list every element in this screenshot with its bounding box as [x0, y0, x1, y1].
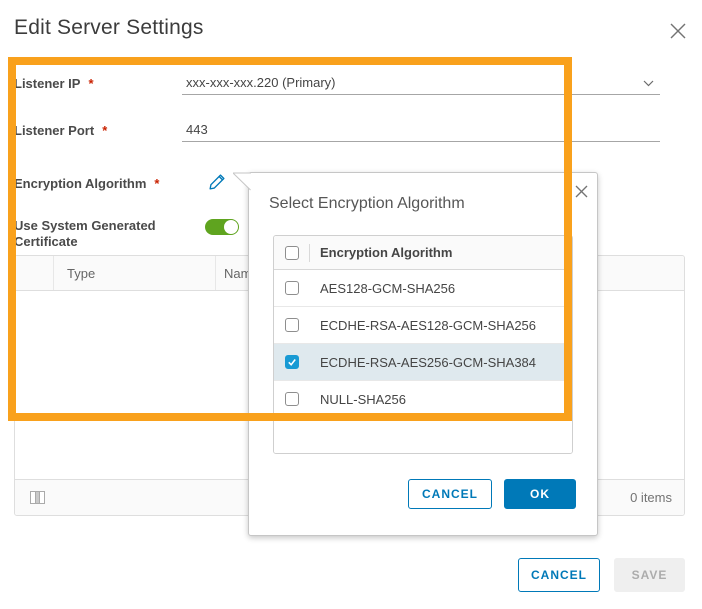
certificate-toggle-label: Use System Generated Certificate	[14, 218, 156, 249]
select-all-checkbox[interactable]	[285, 245, 299, 260]
dialog-close-button[interactable]	[668, 21, 688, 41]
algorithm-row[interactable]: ECDHE-RSA-AES256-GCM-SHA384	[274, 344, 572, 381]
close-icon	[575, 185, 587, 197]
cancel-button[interactable]: CANCEL	[518, 558, 600, 592]
certificate-toggle[interactable]	[205, 219, 239, 235]
listener-ip-label: Listener IP *	[14, 76, 94, 91]
toggle-knob	[224, 220, 238, 234]
encryption-algorithm-label: Encryption Algorithm *	[14, 176, 159, 191]
encryption-algorithm-label-text: Encryption Algorithm	[14, 176, 147, 191]
close-icon	[670, 23, 686, 39]
select-encryption-algorithm-modal: Select Encryption Algorithm Encryption A…	[233, 172, 598, 536]
algorithm-column-header: Encryption Algorithm	[320, 245, 453, 260]
algorithm-checkbox[interactable]	[285, 392, 299, 406]
listener-ip-select[interactable]: xxx-xxx-xxx.220 (Primary)	[182, 71, 660, 95]
save-button[interactable]: SAVE	[614, 558, 685, 592]
items-count: 0 items	[630, 490, 672, 505]
algorithm-checkbox[interactable]	[285, 281, 299, 295]
header-separator	[309, 243, 310, 262]
chevron-down-icon	[643, 80, 654, 87]
algorithm-row[interactable]: ECDHE-RSA-AES128-GCM-SHA256	[274, 307, 572, 344]
algorithm-checkbox-checked[interactable]	[285, 355, 299, 369]
listener-port-value: 443	[186, 122, 208, 137]
listener-port-input[interactable]: 443	[182, 118, 660, 142]
check-icon	[288, 359, 296, 366]
required-asterisk: *	[154, 176, 160, 191]
edit-encryption-button[interactable]	[207, 172, 227, 192]
modal-cancel-button[interactable]: CANCEL	[408, 479, 492, 509]
certificate-table-header-selector	[15, 256, 54, 290]
certificate-table-header-type[interactable]: Type	[54, 256, 216, 290]
listener-ip-label-text: Listener IP	[14, 76, 81, 91]
algorithm-table-header: Encryption Algorithm	[274, 236, 572, 270]
algorithm-label: NULL-SHA256	[320, 391, 406, 407]
listener-port-label-text: Listener Port	[14, 123, 95, 138]
algorithm-label: ECDHE-RSA-AES128-GCM-SHA256	[320, 317, 537, 333]
modal-close-button[interactable]	[573, 183, 589, 199]
algorithm-row[interactable]: NULL-SHA256	[274, 381, 572, 418]
algorithm-label: ECDHE-RSA-AES256-GCM-SHA384	[320, 354, 537, 370]
algorithm-table-empty-area	[274, 418, 572, 453]
listener-ip-value: xxx-xxx-xxx.220 (Primary)	[186, 75, 336, 90]
required-asterisk: *	[102, 123, 108, 138]
required-asterisk: *	[88, 76, 94, 91]
column-picker-icon[interactable]	[30, 491, 45, 504]
listener-port-label: Listener Port *	[14, 123, 107, 138]
popover-pointer	[233, 172, 251, 191]
pencil-icon	[209, 174, 225, 190]
modal-title: Select Encryption Algorithm	[269, 195, 465, 212]
algorithm-row[interactable]: AES128-GCM-SHA256	[274, 270, 572, 307]
algorithm-checkbox[interactable]	[285, 318, 299, 332]
page-title: Edit Server Settings	[14, 16, 204, 39]
certificate-table-header-name[interactable]: Nam	[224, 265, 252, 281]
modal-ok-button[interactable]: OK	[504, 479, 576, 509]
algorithm-label: AES128-GCM-SHA256	[320, 280, 456, 296]
